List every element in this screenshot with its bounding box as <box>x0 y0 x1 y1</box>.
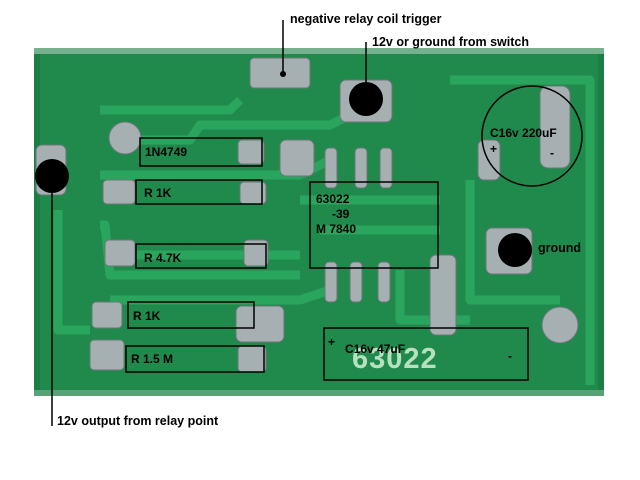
pad-r47-right <box>243 239 269 267</box>
cap-small-minus: - <box>508 349 512 363</box>
cap-small-outline <box>323 327 529 381</box>
cap-large-plus: + <box>490 142 498 156</box>
r1-outline <box>135 179 263 205</box>
ground-dot <box>498 233 532 267</box>
pad-r47-left <box>104 239 136 267</box>
relay-trigger-point <box>280 71 286 77</box>
switch-input-label: 12v or ground from switch <box>372 35 529 49</box>
diode-label: 1N4749 <box>145 145 188 159</box>
switch-input-dot <box>349 82 383 116</box>
pad-diode-right <box>237 139 265 165</box>
pad-r1-left <box>102 179 136 205</box>
cap-large-label: C16v 220uF <box>490 126 557 140</box>
pad-r15-right <box>237 345 267 373</box>
cap-large-outline <box>481 85 583 187</box>
relay-trigger-label: negative relay coil trigger <box>290 12 442 26</box>
pad-r1b-right <box>235 305 285 343</box>
pad-relay-trigger <box>249 57 311 89</box>
cap-small-plus: + <box>328 335 336 349</box>
r47-outline <box>135 243 267 269</box>
board-marking: 63022 <box>352 343 438 375</box>
r15-outline <box>125 345 265 373</box>
pad-cap-large-minus <box>539 85 571 169</box>
diode-outline <box>139 137 263 167</box>
ic-outline <box>309 181 439 269</box>
pad-r15-left <box>89 339 125 371</box>
pad-r1b-left <box>91 301 123 329</box>
marker-dots <box>35 71 532 267</box>
ground-label: ground <box>538 241 582 255</box>
pad-diode-left <box>108 121 142 155</box>
r1b-outline <box>127 301 255 329</box>
output-label: 12v output from relay point <box>57 414 219 428</box>
r2-label: R 4.7K <box>144 251 182 265</box>
r3-label: R 1K <box>133 309 161 323</box>
output-dot <box>35 159 69 193</box>
ic-label-line1: 63022 <box>316 192 350 206</box>
cap-large-minus: - <box>550 146 554 160</box>
component-outlines <box>125 85 583 381</box>
ic-label-line2: -39 <box>332 207 350 221</box>
r1-label: R 1K <box>144 186 172 200</box>
pad-mount <box>541 306 579 344</box>
cap-small-label: C16v 47uF <box>345 342 406 356</box>
ic-label-line3: M 7840 <box>316 222 357 236</box>
r4-label: R 1.5 M <box>131 352 174 366</box>
